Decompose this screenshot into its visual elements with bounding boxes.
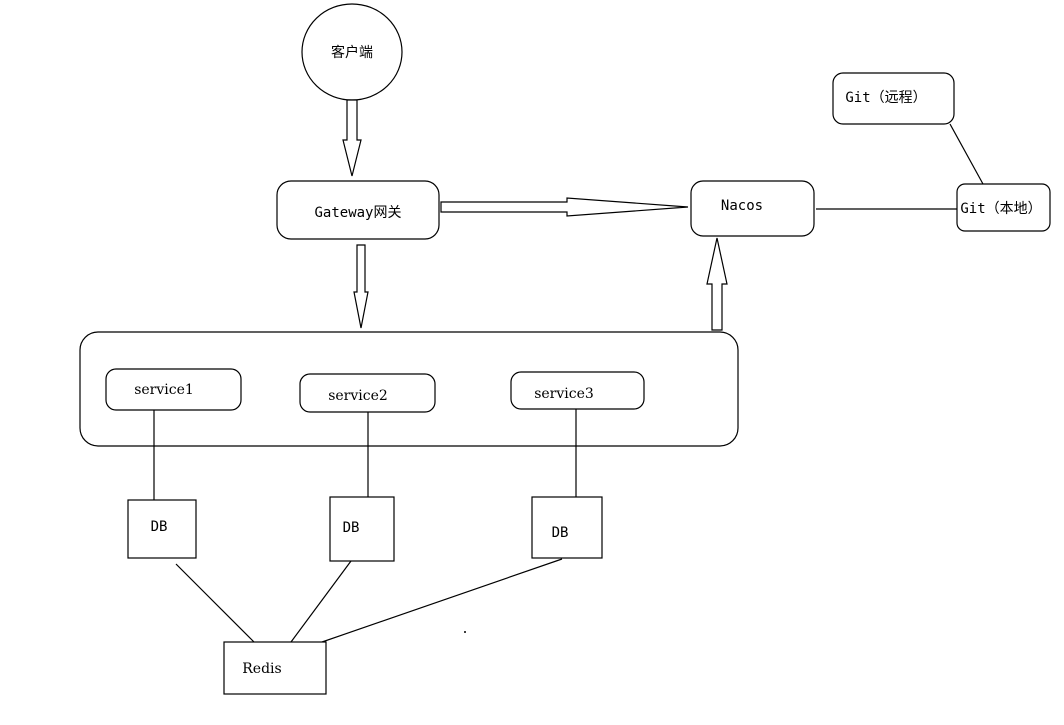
arrow-gateway-to-nacos [440, 197, 689, 217]
git-remote-node[interactable] [832, 72, 955, 125]
arrow-client-to-gateway [342, 99, 362, 177]
db1-node[interactable] [127, 499, 197, 559]
edge-db3-to-redis [321, 558, 563, 643]
service3-node[interactable] [510, 371, 645, 410]
gateway-node[interactable] [276, 180, 440, 240]
db3-node[interactable] [531, 496, 603, 559]
db2-label: DB [343, 520, 360, 536]
redis-node[interactable] [223, 641, 327, 695]
db3-label: DB [552, 525, 569, 541]
edge-db1-to-redis [175, 563, 255, 643]
nacos-label: Nacos [721, 198, 763, 214]
git-local-node[interactable] [956, 183, 1051, 232]
nacos-node[interactable] [690, 180, 815, 237]
redis-label: Redis [242, 661, 281, 677]
gateway-label: Gateway网关 [314, 205, 401, 221]
edge-git-remote-to-git-local [949, 123, 984, 185]
arrow-gateway-to-services [353, 244, 369, 329]
client-label: 客户端 [331, 44, 373, 61]
service3-label: service3 [534, 386, 594, 402]
service1-node[interactable] [105, 368, 242, 411]
db2-node[interactable] [329, 496, 395, 562]
service2-label: service2 [328, 388, 388, 404]
db1-label: DB [151, 519, 168, 535]
edge-db2-to-redis [290, 560, 352, 643]
git-local-label: Git（本地） [960, 201, 1041, 217]
git-remote-label: Git（远程） [845, 90, 926, 106]
service1-label: service1 [134, 382, 194, 398]
arrow-services-to-nacos [706, 237, 728, 331]
stray-dot [464, 631, 466, 633]
